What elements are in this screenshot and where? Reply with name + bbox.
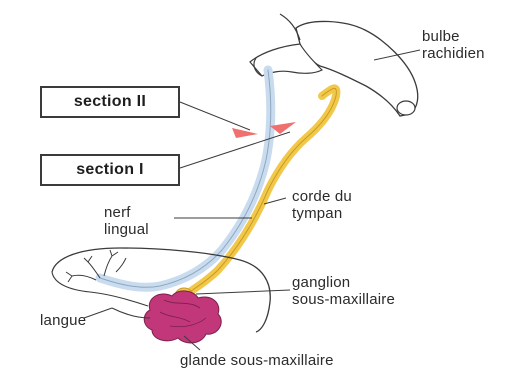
ganglion-label: ganglion sous-maxillaire (292, 274, 395, 308)
sous-maxillaire-gland (112, 291, 221, 343)
bulbe-line-1: bulbe (422, 28, 485, 45)
corde-line-2: tympan (292, 205, 352, 222)
nerf-line-1: nerf (104, 204, 149, 221)
glande-label: glande sous-maxillaire (180, 352, 334, 369)
ganglion-line-1: ganglion (292, 274, 395, 291)
nerf-lingual-label: nerf lingual (104, 204, 149, 238)
bulbe-line-2: rachidien (422, 45, 485, 62)
corde-line-1: corde du (292, 188, 352, 205)
ganglion-line-2: sous-maxillaire (292, 291, 395, 308)
bulbe-rachidien-label: bulbe rachidien (422, 28, 485, 62)
nerf-line-2: lingual (104, 221, 149, 238)
section-marks (232, 122, 296, 138)
section-1-label: section I (76, 161, 144, 179)
section-2-box: section II (40, 86, 180, 118)
langue-label: langue (40, 312, 86, 329)
corde-du-tympan-label: corde du tympan (292, 188, 352, 222)
section-1-box: section I (40, 154, 180, 186)
section-2-label: section II (74, 93, 146, 111)
